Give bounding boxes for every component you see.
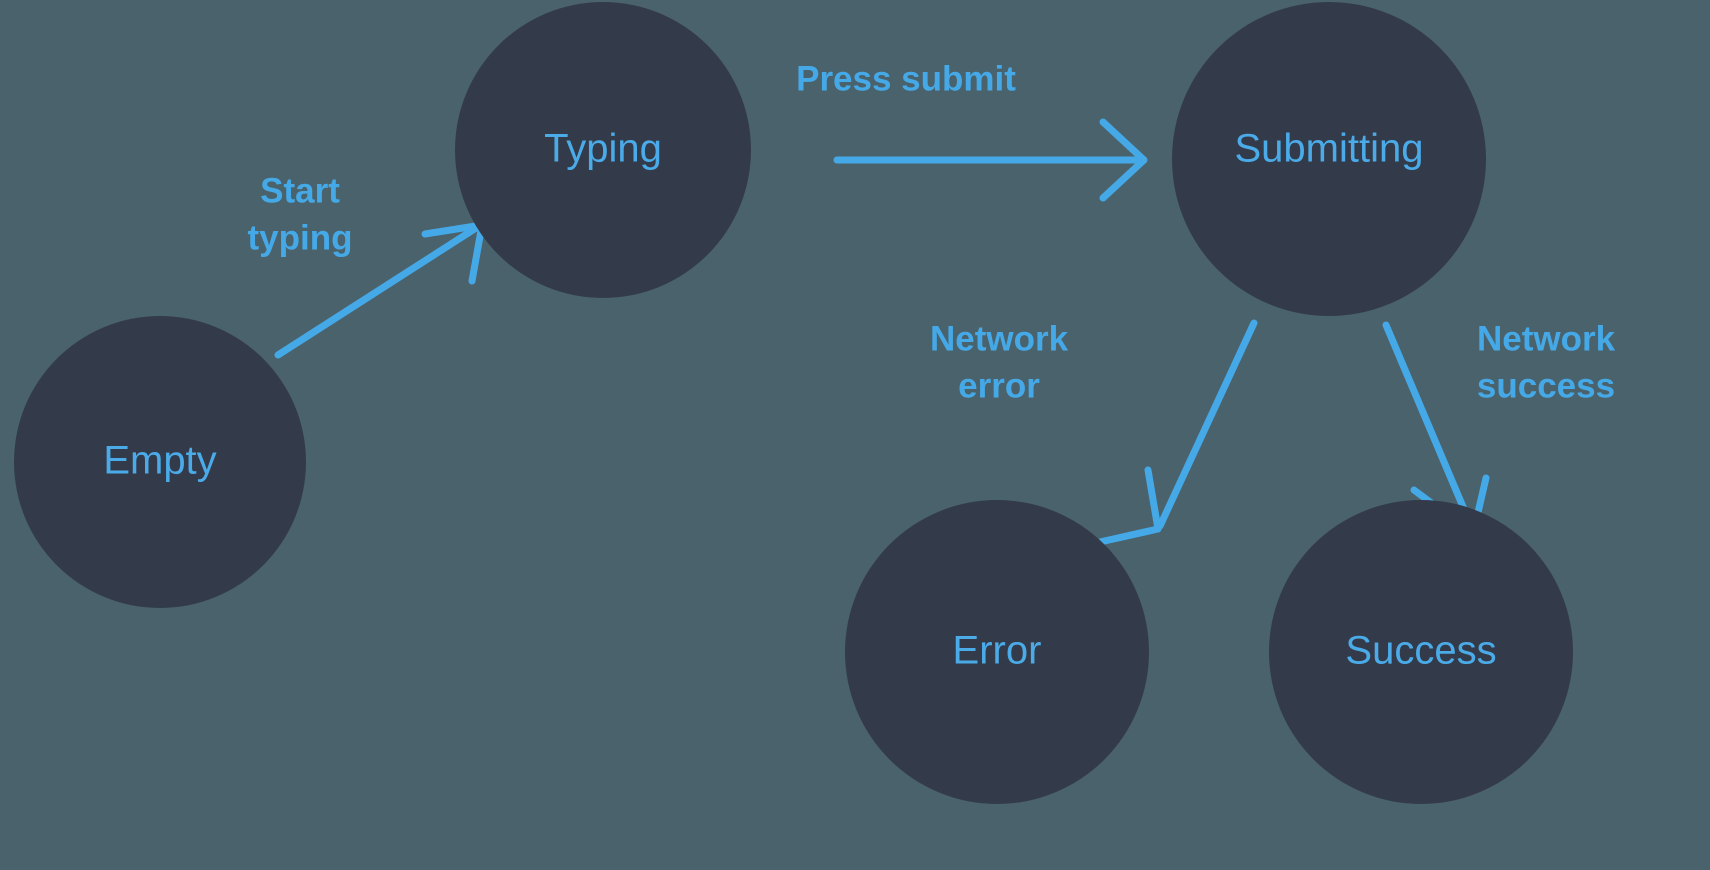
edge-label-network-success-line2: success bbox=[1477, 366, 1615, 405]
node-success-circle[interactable] bbox=[1269, 500, 1573, 804]
edge-start-typing-line bbox=[274, 224, 480, 359]
edge-label-start-typing-line1: Start bbox=[260, 171, 340, 210]
edge-label-network-success: Network success bbox=[1477, 319, 1616, 405]
node-empty-circle[interactable] bbox=[14, 316, 306, 608]
edge-press-submit bbox=[833, 118, 1148, 202]
node-empty[interactable]: Empty bbox=[14, 316, 306, 608]
edge-network-error-arrowhead bbox=[1096, 466, 1162, 546]
edge-label-network-success-line1: Network bbox=[1477, 319, 1616, 358]
edge-label-start-typing-line2: typing bbox=[248, 218, 353, 257]
node-typing-circle[interactable] bbox=[455, 2, 751, 298]
edge-label-network-error: Network error bbox=[930, 319, 1069, 405]
node-error[interactable]: Error bbox=[845, 500, 1149, 804]
edge-network-error bbox=[1096, 319, 1258, 546]
node-success-label: Success bbox=[1345, 629, 1496, 673]
node-error-circle[interactable] bbox=[845, 500, 1149, 804]
edge-label-start-typing: Start typing bbox=[248, 171, 353, 257]
edge-network-success-line bbox=[1382, 321, 1476, 532]
edge-press-submit-arrowhead bbox=[1099, 118, 1148, 202]
edge-label-press-submit-line1: Press submit bbox=[796, 59, 1016, 98]
node-submitting[interactable]: Submitting bbox=[1172, 2, 1486, 316]
edge-network-error-line bbox=[1156, 319, 1258, 530]
edge-label-press-submit: Press submit bbox=[796, 59, 1016, 98]
node-typing[interactable]: Typing bbox=[455, 2, 751, 298]
node-error-label: Error bbox=[953, 629, 1042, 673]
node-success[interactable]: Success bbox=[1269, 500, 1573, 804]
node-submitting-circle[interactable] bbox=[1172, 2, 1486, 316]
edge-label-network-error-line2: error bbox=[958, 366, 1040, 405]
node-empty-label: Empty bbox=[103, 439, 216, 483]
node-typing-label: Typing bbox=[544, 127, 662, 171]
edge-label-network-error-line1: Network bbox=[930, 319, 1069, 358]
node-submitting-label: Submitting bbox=[1235, 127, 1424, 171]
